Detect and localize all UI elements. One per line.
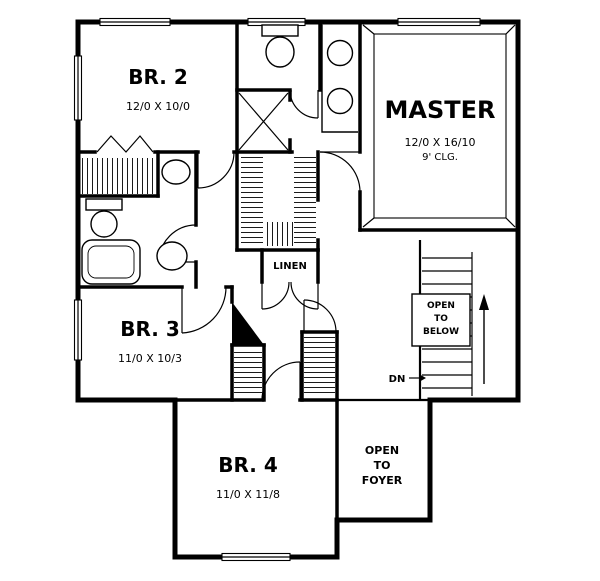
closet-hatch	[304, 335, 335, 395]
door-toilet-room	[289, 89, 319, 119]
open-to-below-label: OPEN	[427, 301, 455, 311]
master-ceiling: 9' CLG.	[422, 152, 458, 163]
angled-wall	[232, 302, 264, 345]
open-to-foyer-label: FOYER	[362, 474, 403, 487]
open-to-foyer-label: TO	[374, 459, 391, 472]
door-master	[319, 151, 361, 193]
down-arrow	[419, 374, 426, 382]
window	[221, 552, 291, 562]
bathroom-fixtures	[81, 22, 358, 285]
windows	[73, 17, 481, 562]
bifold-closet-door	[96, 135, 154, 153]
br2-dimensions: 12/0 X 10/0	[126, 100, 190, 113]
door-linen-double	[261, 281, 319, 310]
br3-label: BR. 3	[120, 317, 180, 341]
toilet	[261, 24, 299, 68]
tub	[81, 239, 141, 285]
br3-dimensions: 11/0 X 10/3	[118, 352, 182, 365]
closet-hatching	[82, 156, 335, 396]
stairs: OPEN TO BELOW DN	[389, 252, 489, 396]
vanity-double-sinks	[321, 22, 358, 133]
br4-dimensions: 11/0 X 11/8	[216, 488, 280, 501]
down-label: DN	[389, 374, 406, 385]
closet-hatch	[82, 158, 154, 194]
door-br2	[197, 151, 235, 189]
linen-label: LINEN	[273, 261, 307, 272]
closet-hatch	[234, 348, 262, 396]
closet-hatch	[294, 156, 316, 244]
window	[397, 17, 481, 27]
open-to-below-box: OPEN TO BELOW	[411, 293, 471, 347]
room-labels: BR. 2 12/0 X 10/0 MASTER 12/0 X 16/10 9'…	[118, 65, 495, 501]
sink	[156, 241, 188, 271]
closet-hatch	[241, 156, 263, 244]
br2-label: BR. 2	[128, 65, 188, 89]
br4-label: BR. 4	[218, 453, 278, 477]
door-br3	[181, 286, 227, 334]
master-tray-ceiling	[362, 24, 516, 228]
closet-hatch	[263, 222, 294, 246]
master-label: MASTER	[385, 96, 496, 124]
open-to-below-label: TO	[434, 314, 448, 324]
open-to-below-label: BELOW	[423, 327, 459, 337]
window	[73, 55, 83, 121]
toilet	[85, 198, 123, 238]
window	[99, 17, 171, 27]
shower	[238, 92, 289, 151]
interior-walls	[76, 20, 520, 522]
sink	[161, 159, 191, 185]
master-dimensions: 12/0 X 16/10	[405, 136, 476, 149]
open-to-foyer-label: OPEN	[365, 444, 399, 457]
door-br4	[261, 361, 301, 401]
window	[73, 299, 83, 361]
stair-direction-arrow	[479, 294, 489, 384]
down-indicator: DN	[389, 374, 426, 385]
